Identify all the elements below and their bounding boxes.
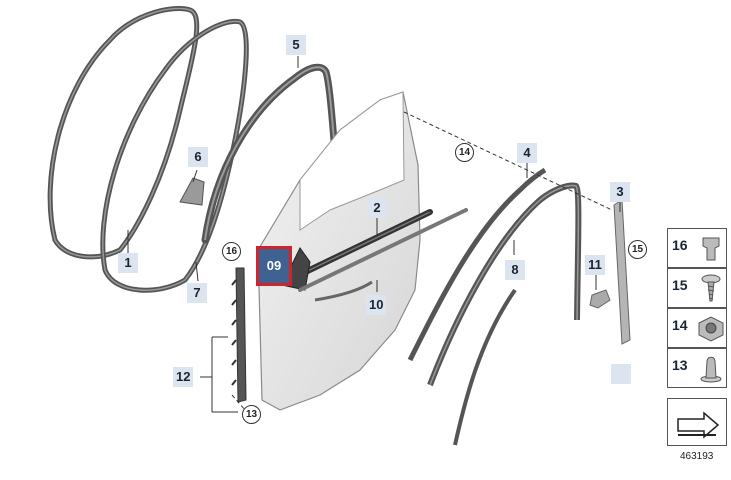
window-channel-seal bbox=[201, 63, 340, 244]
ref-circle-13[interactable]: 13 bbox=[242, 405, 261, 424]
door-seal-outer bbox=[47, 6, 200, 260]
arrow-navigation-button[interactable] bbox=[667, 398, 727, 446]
callout-12[interactable]: 12 bbox=[173, 367, 194, 387]
legend-number: 13 bbox=[672, 357, 688, 373]
bracket bbox=[589, 289, 611, 309]
callout-6[interactable]: 6 bbox=[188, 147, 208, 167]
ref-circle-16[interactable]: 16 bbox=[222, 242, 241, 261]
callout-4[interactable]: 4 bbox=[517, 143, 537, 163]
legend-item-13[interactable]: 13 bbox=[667, 348, 727, 388]
legend-item-14[interactable]: 14 bbox=[667, 308, 727, 348]
belt-strip bbox=[290, 209, 433, 281]
arrow-icon bbox=[677, 411, 720, 439]
screw-icon bbox=[701, 274, 721, 302]
door-shell bbox=[257, 91, 421, 411]
callout-7[interactable]: 7 bbox=[187, 283, 207, 303]
outer-strip bbox=[298, 208, 468, 292]
door-seal-inner bbox=[100, 18, 249, 293]
pillar-trim bbox=[613, 199, 631, 345]
callout-8[interactable]: 8 bbox=[505, 260, 525, 280]
glass-run-seal bbox=[407, 167, 582, 446]
diagram-number: 463193 bbox=[680, 451, 714, 462]
clip-strip bbox=[231, 267, 247, 403]
triangle-cover bbox=[179, 177, 205, 206]
clip-icon bbox=[702, 237, 720, 261]
callout-5[interactable]: 5 bbox=[286, 35, 306, 55]
legend-item-15[interactable]: 15 bbox=[667, 268, 727, 308]
callout-1[interactable]: 1 bbox=[118, 253, 138, 273]
callout-10[interactable]: 10 bbox=[366, 295, 387, 315]
nut-icon bbox=[698, 316, 724, 342]
callout-09-selected[interactable]: 09 bbox=[256, 246, 292, 286]
expanding-rivet-icon bbox=[700, 356, 722, 383]
legend-number: 14 bbox=[672, 317, 688, 333]
callout-2[interactable]: 2 bbox=[367, 198, 387, 218]
ref-circle-14[interactable]: 14 bbox=[455, 143, 474, 162]
legend-number: 15 bbox=[672, 277, 688, 293]
callout-11[interactable]: 11 bbox=[585, 255, 605, 275]
legend-item-16[interactable]: 16 bbox=[667, 228, 727, 268]
legend-number: 16 bbox=[672, 237, 688, 253]
callout-3[interactable]: 3 bbox=[610, 182, 630, 202]
ref-circle-15[interactable]: 15 bbox=[628, 240, 647, 259]
callout-unlabeled[interactable] bbox=[611, 364, 631, 384]
